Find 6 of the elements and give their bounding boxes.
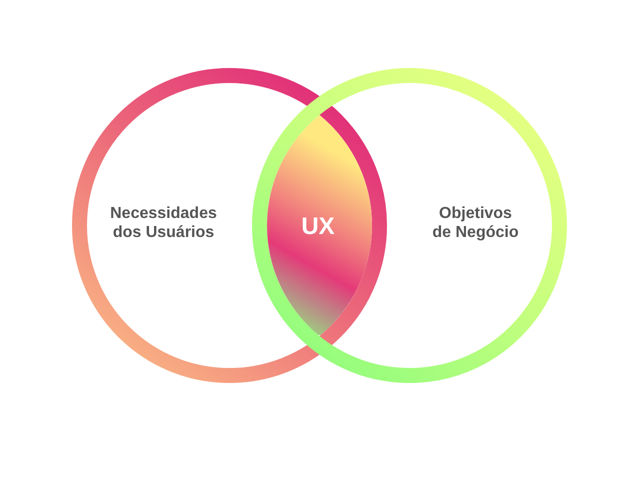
circle-label: Objetivos de Negócio bbox=[431, 204, 520, 242]
overlap-label: UX bbox=[301, 212, 335, 241]
venn-circle bbox=[72, 68, 386, 382]
venn-circle bbox=[252, 68, 566, 382]
overlap-area bbox=[266, 114, 372, 336]
circle-label: Necessidades dos Usuários bbox=[109, 204, 218, 242]
